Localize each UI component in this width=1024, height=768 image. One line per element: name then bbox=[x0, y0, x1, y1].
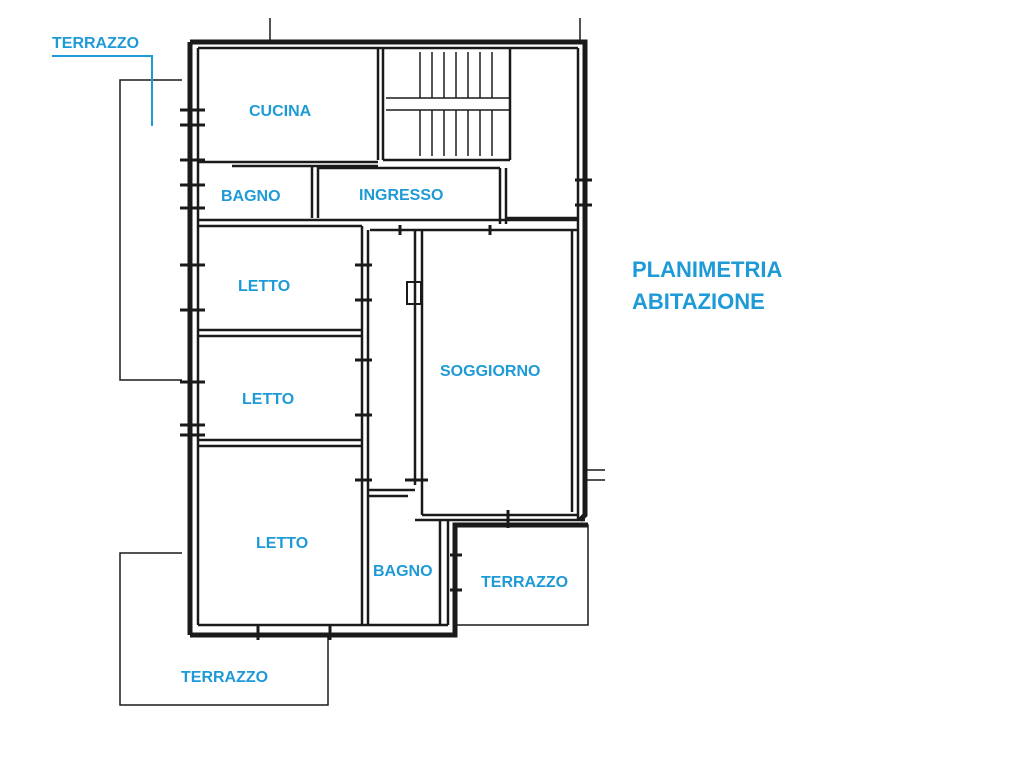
label-cucina: CUCINA bbox=[249, 103, 312, 120]
label-terrazzo-nw: TERRAZZO bbox=[52, 35, 140, 52]
label-terrazzo-se: TERRAZZO bbox=[481, 574, 569, 591]
openings bbox=[180, 108, 592, 640]
label-soggiorno: SOGGIORNO bbox=[440, 363, 541, 380]
plan-title-line1: PLANIMETRIA bbox=[632, 257, 783, 282]
plan-title: PLANIMETRIA ABITAZIONE bbox=[632, 254, 782, 318]
label-bagno-bottom: BAGNO bbox=[373, 563, 433, 580]
label-letto-3: LETTO bbox=[256, 535, 309, 552]
door-frame bbox=[406, 281, 422, 305]
label-letto-2: LETTO bbox=[242, 391, 295, 408]
staircase bbox=[386, 52, 510, 156]
interior-walls bbox=[196, 46, 585, 627]
label-bagno-top: BAGNO bbox=[221, 188, 281, 205]
exterior-walls bbox=[187, 39, 588, 638]
label-ingresso: INGRESSO bbox=[359, 187, 444, 204]
terrazzo-leader-line bbox=[52, 55, 153, 126]
label-terrazzo-sw: TERRAZZO bbox=[181, 669, 269, 686]
label-letto-1: LETTO bbox=[238, 278, 291, 295]
plan-title-line2: ABITAZIONE bbox=[632, 289, 765, 314]
